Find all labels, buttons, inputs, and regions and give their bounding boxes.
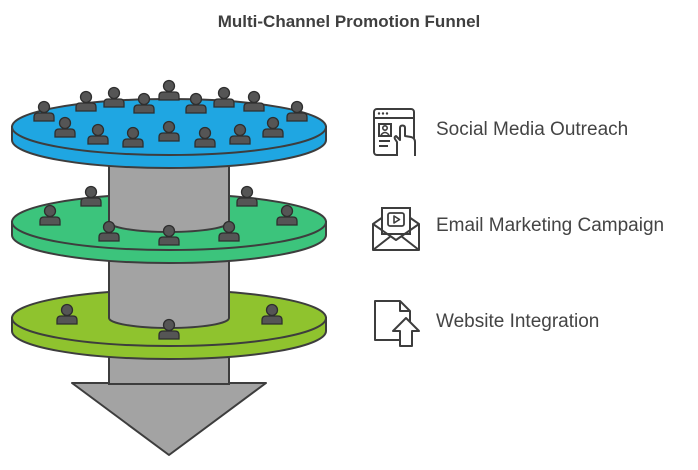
document-upload-icon [374,300,420,347]
social-media-hand-icon [373,108,416,156]
legend-item-website: Website Integration [370,298,695,350]
legend-item-social-media: Social Media Outreach [370,106,695,158]
tier-3-disc [11,286,327,360]
legend-label-email: Email Marketing Campaign [436,215,665,236]
funnel-arrow-head [71,382,267,456]
tier-1-disc [11,79,327,169]
tier-2-disc [11,165,327,264]
legend-item-email: Email Marketing Campaign [370,202,695,254]
diagram-title: Multi-Channel Promotion Funnel [217,12,481,31]
legend-label-website: Website Integration [436,311,600,332]
email-video-icon [372,207,420,251]
legend-label-social-media: Social Media Outreach [436,119,629,140]
